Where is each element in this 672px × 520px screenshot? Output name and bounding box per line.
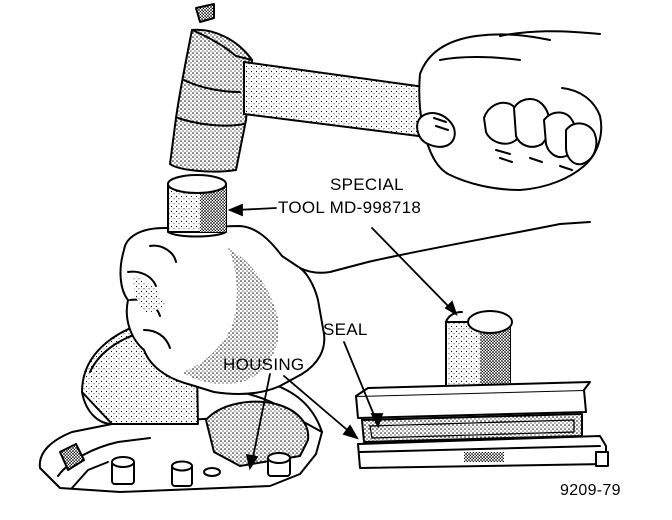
- special-label: SPECIAL: [330, 175, 404, 194]
- hammer-hand-drawing: [416, 0, 644, 191]
- housing-label: HOUSING: [223, 355, 305, 374]
- seal-installer-drawing: [355, 310, 609, 469]
- tool-label: TOOL MD-998718: [278, 198, 422, 217]
- hammer-drawing: [169, 3, 451, 173]
- leader-lines: [227, 203, 458, 471]
- figure-number: 9209-79: [560, 482, 621, 499]
- seal-leader-line: [343, 341, 377, 421]
- special-leader-line: [371, 227, 453, 311]
- seal-label: SEAL: [323, 320, 368, 339]
- hand-drawing: [119, 221, 591, 395]
- housing-leader-line-left: [251, 373, 271, 463]
- special-tool-drawing: [167, 174, 227, 238]
- housing-leader-line-right: [283, 375, 353, 435]
